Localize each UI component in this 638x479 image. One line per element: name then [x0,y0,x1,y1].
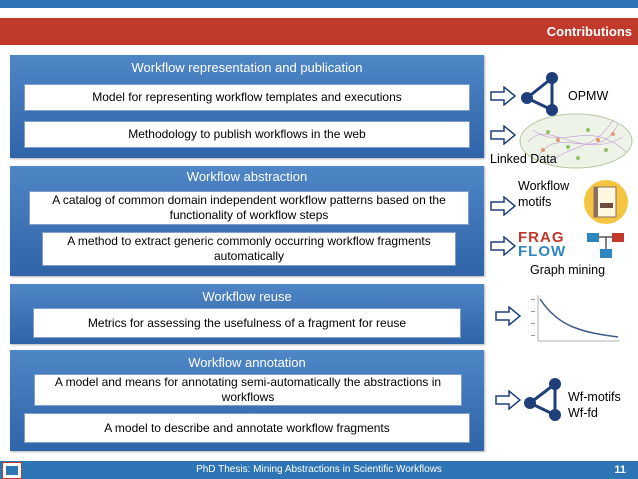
wf-annotation-labels: Wf-motifs Wf-fd [568,389,621,421]
workflow-diagram-icon [587,233,624,258]
contribution-box: Metrics for assessing the usefulness of … [33,308,461,338]
contribution-box: A catalog of common domain independent w… [29,191,469,225]
flow-text: FLOW [518,243,567,260]
graph-network-icon [524,378,561,421]
graph-network-icon [521,72,558,116]
contribution-box: A method to extract generic commonly occ… [42,232,456,266]
opmw-label: OPMW [568,89,609,103]
right-arrow-icon [490,196,516,216]
contribution-box: A model to describe and annotate workflo… [24,413,470,443]
top-bar [0,0,638,8]
right-arrow-icon [490,236,516,256]
right-arrow-icon [490,125,516,145]
contribution-box: A model and means for annotating semi-au… [34,374,462,406]
section-title: Workflow reuse [202,289,292,304]
right-arrow-icon [495,390,521,410]
frag-text: FRAG [518,229,565,246]
book-icon [584,180,628,224]
graph-mining-label: Graph mining [530,263,606,277]
contribution-box: Model for representing workflow template… [24,84,470,111]
linked-data-label: Linked Data [490,152,557,166]
wf-fd-label: Wf-fd [568,406,598,420]
workflow-motifs-line2: motifs [518,195,552,209]
workflow-motifs-line1: Workflow [518,179,570,193]
workflow-motifs-label: Workflow motifs [518,178,569,210]
contribution-box: Methodology to publish workflows in the … [24,121,470,148]
section-title: Workflow abstraction [186,169,308,184]
section-reuse: Workflow reuse Metrics for assessing the… [10,284,484,344]
slide-title: Contributions [546,24,632,39]
header-bar: Contributions [0,18,638,45]
wf-motifs-label: Wf-motifs [568,390,621,404]
linked-data-cloud-icon [519,113,633,169]
footer-bar: PhD Thesis: Mining Abstractions in Scien… [0,461,638,479]
footer-text: PhD Thesis: Mining Abstractions in Scien… [196,464,442,475]
section-title: Workflow annotation [188,355,306,370]
section-abstraction: Workflow abstraction A catalog of common… [10,166,484,276]
section-representation: Workflow representation and publication … [10,55,484,158]
right-arrow-icon [490,86,516,106]
university-logo [2,462,22,479]
section-title: Workflow representation and publication [131,60,363,75]
page-number: 11 [614,464,626,476]
decay-plot-thumbnail [528,291,624,349]
section-annotation: Workflow annotation A model and means fo… [10,350,484,451]
fragflow-logo: FRAG FLOW [518,229,567,260]
right-arrow-icon [495,306,521,326]
